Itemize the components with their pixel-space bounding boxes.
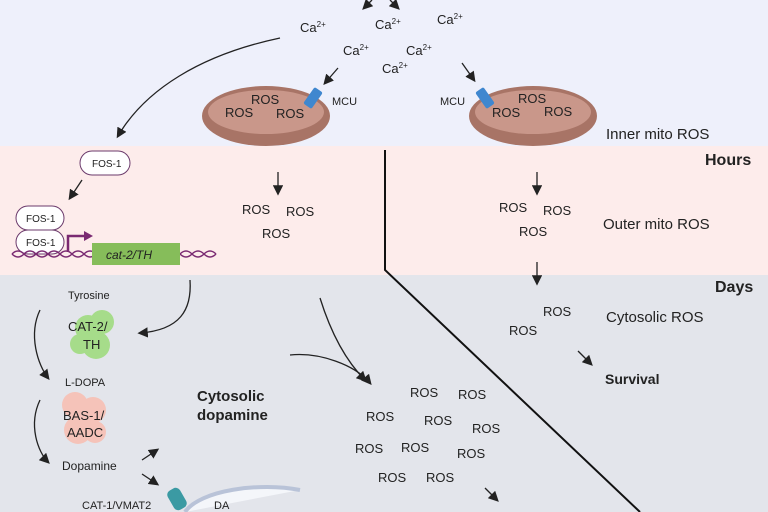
svg-text:ROS: ROS: [518, 91, 547, 106]
svg-text:BAS-1/: BAS-1/: [63, 408, 105, 423]
svg-text:ROS: ROS: [426, 470, 455, 485]
days-label: Days: [715, 279, 753, 296]
hours-label: Hours: [705, 152, 751, 169]
svg-text:ROS: ROS: [492, 105, 521, 120]
svg-text:Ca2+: Ca2+: [343, 43, 369, 58]
survival-label: Survival: [605, 371, 659, 387]
svg-text:Ca2+: Ca2+: [300, 20, 326, 35]
promoter-arrow-icon: [66, 234, 86, 252]
svg-text:ROS: ROS: [286, 204, 315, 219]
svg-text:ROS: ROS: [225, 105, 254, 120]
svg-text:ROS: ROS: [458, 387, 487, 402]
svg-text:ROS: ROS: [519, 224, 548, 239]
gene-dna: cat-2/TH: [11, 231, 217, 265]
svg-text:L-DOPA: L-DOPA: [65, 377, 106, 389]
svg-text:ROS: ROS: [401, 440, 430, 455]
svg-text:FOS-1: FOS-1: [26, 214, 56, 225]
cytosolic-ros: ROS: [543, 304, 572, 319]
outer-ros-right: ROS ROS ROS: [499, 200, 572, 239]
svg-text:ROS: ROS: [499, 200, 528, 215]
svg-text:Ca2+: Ca2+: [406, 43, 432, 58]
svg-text:AADC: AADC: [67, 425, 103, 440]
arrows: [33, 0, 593, 502]
svg-text:ROS: ROS: [543, 203, 572, 218]
mitochondrion-left: ROS ROS ROS MCU: [202, 86, 357, 146]
svg-text:ROS: ROS: [424, 413, 453, 428]
svg-text:ROS: ROS: [472, 421, 501, 436]
svg-text:FOS-1: FOS-1: [26, 238, 56, 249]
outer-mito-ros-label: Outer mito ROS: [603, 216, 710, 233]
cytosolic-ros: ROS: [509, 323, 538, 338]
calcium-ions: Ca2+ Ca2+ Ca2+ Ca2+ Ca2+ Ca2+: [300, 12, 463, 76]
svg-text:ROS: ROS: [242, 202, 271, 217]
svg-text:ROS: ROS: [457, 446, 486, 461]
svg-text:MCU: MCU: [440, 96, 465, 108]
svg-text:ROS: ROS: [251, 92, 280, 107]
cytosolic-dopamine-label: dopamine: [197, 407, 268, 424]
days-band: [0, 275, 768, 512]
svg-text:ROS: ROS: [366, 409, 395, 424]
svg-text:Dopamine: Dopamine: [62, 459, 117, 473]
outer-ros-left: ROS ROS ROS: [242, 202, 315, 241]
vesicle: [183, 484, 301, 512]
svg-text:Ca2+: Ca2+: [375, 17, 401, 32]
svg-text:Tyrosine: Tyrosine: [68, 290, 110, 302]
mcu-channel-icon: [475, 87, 495, 109]
svg-text:ROS: ROS: [262, 226, 291, 241]
cytosolic-dopamine-label: Cytosolic: [197, 388, 265, 405]
svg-text:TH: TH: [83, 337, 100, 352]
dopamine-pathway: Tyrosine CAT-2/ TH L-DOPA BAS-1/ AADC Do…: [62, 290, 301, 512]
mitochondrion-right: ROS ROS ROS MCU: [440, 86, 597, 146]
svg-text:ROS: ROS: [378, 470, 407, 485]
svg-text:MCU: MCU: [332, 96, 357, 108]
vmat-transporter-icon: [167, 487, 187, 511]
svg-text:ROS: ROS: [276, 106, 305, 121]
svg-text:ROS: ROS: [410, 385, 439, 400]
fos1-proteins: FOS-1 FOS-1 FOS-1: [15, 150, 131, 255]
svg-text:Ca2+: Ca2+: [437, 12, 463, 27]
bas1-enzyme-icon: BAS-1/ AADC: [62, 392, 106, 444]
cat2-enzyme-icon: CAT-2/ TH: [68, 310, 114, 359]
svg-text:Ca2+: Ca2+: [382, 61, 408, 76]
svg-text:ROS: ROS: [355, 441, 384, 456]
timeline-line: [384, 150, 641, 512]
cytosolic-ros-label: Cytosolic ROS: [606, 309, 704, 326]
svg-text:ROS: ROS: [544, 104, 573, 119]
svg-text:DA: DA: [214, 500, 230, 512]
mcu-channel-icon: [303, 87, 323, 109]
cytosolic-ros-cluster: ROS ROS ROS ROS ROS ROS ROS ROS ROS ROS: [355, 385, 501, 485]
svg-text:CAT-2/: CAT-2/: [68, 319, 108, 334]
svg-text:cat-2/TH: cat-2/TH: [106, 248, 152, 262]
svg-text:CAT-1/VMAT2: CAT-1/VMAT2: [82, 500, 151, 512]
inner-mito-ros-label: Inner mito ROS: [606, 126, 709, 143]
svg-text:FOS-1: FOS-1: [92, 159, 122, 170]
